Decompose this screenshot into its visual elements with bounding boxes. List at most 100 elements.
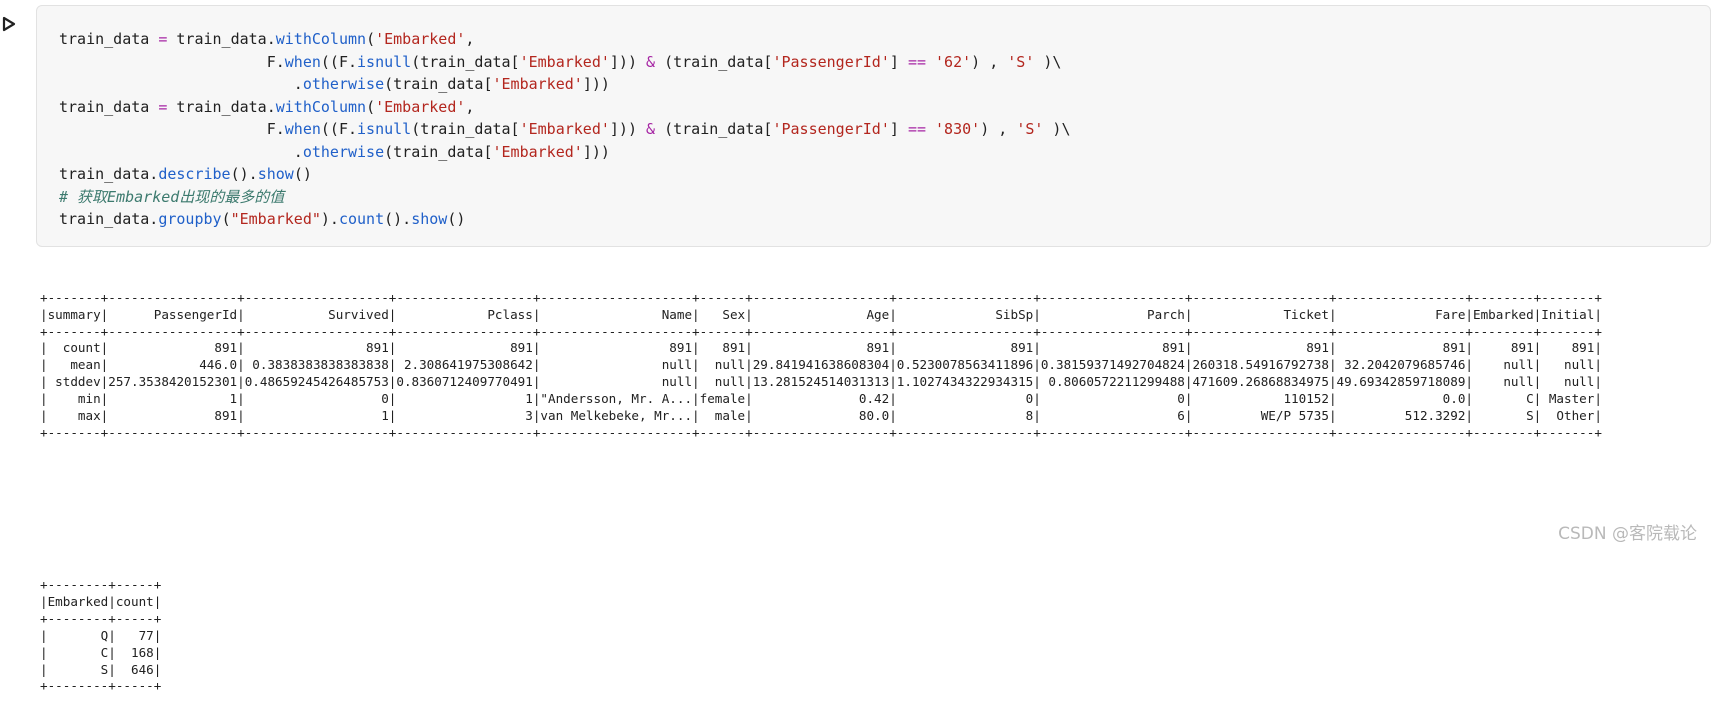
code-line: .otherwise(train_data['Embarked'])) <box>59 73 1071 96</box>
code-token: train_data. <box>59 165 159 183</box>
code-token: withColumn <box>275 30 367 48</box>
code-token: ((F. <box>320 52 358 71</box>
code-token: ] <box>889 52 908 71</box>
code-token: train_data <box>59 97 159 116</box>
code-token: (train_data[ <box>655 52 773 71</box>
table-row: | Q| 77| <box>40 627 162 643</box>
code-token: (train_data[ <box>384 142 493 161</box>
code-token: otherwise <box>302 75 385 93</box>
code-token: (train_data[ <box>411 120 520 138</box>
groupby-count-output-table: +--------+-----+|Embarked|count|+-------… <box>40 577 1602 695</box>
code-comment: # 获取Embarked出现的最多的值 <box>59 187 285 206</box>
code-token <box>926 53 935 71</box>
code-token: train_data <box>59 30 159 48</box>
code-token: otherwise <box>302 142 385 161</box>
code-token: == <box>907 52 926 71</box>
code-token: count <box>338 210 385 228</box>
table-row: +--------+-----+ <box>40 577 162 593</box>
code-line: train_data.describe().show() <box>59 163 1071 186</box>
code-line: train_data = train_data.withColumn('Emba… <box>59 28 1071 51</box>
code-token: (train_data[ <box>384 75 493 93</box>
code-token: = <box>158 30 168 48</box>
table-row: +--------+-----+ <box>40 678 162 694</box>
code-token: ] <box>889 120 908 138</box>
code-token: train_data. <box>167 97 276 116</box>
code-token: (). <box>230 165 258 183</box>
code-token: (). <box>384 210 412 228</box>
code-token: groupby <box>158 210 222 228</box>
play-icon <box>2 16 16 32</box>
code-token: () <box>293 165 312 183</box>
output-spacer <box>40 476 1602 493</box>
table-row: | C| 168| <box>40 644 162 660</box>
code-cell[interactable]: train_data = train_data.withColumn('Emba… <box>36 5 1711 247</box>
code-line: # 获取Embarked出现的最多的值 <box>59 186 1071 209</box>
code-line: F.when((F.isnull(train_data['Embarked'])… <box>59 51 1071 74</box>
run-cell-button[interactable] <box>2 16 18 34</box>
code-token: 'Embarked' <box>375 30 466 48</box>
code-token: '62' <box>935 52 972 71</box>
code-token: ). <box>320 210 339 228</box>
code-token: 'Embarked' <box>375 97 466 116</box>
code-token: = <box>158 97 168 116</box>
code-line: .otherwise(train_data['Embarked'])) <box>59 141 1071 164</box>
code-token: train_data. <box>59 210 159 228</box>
code-token: )\ <box>1043 120 1071 138</box>
code-token: describe <box>158 165 231 183</box>
code-token: "Embarked" <box>230 210 321 228</box>
table-row: |Embarked|count| <box>40 593 162 609</box>
table-row: | min| 1| 0| 1|"Andersson, Mr. A...|fema… <box>40 391 1602 407</box>
table-row: | S| 646| <box>40 661 162 677</box>
describe-output-table: +-------+-----------------+-------------… <box>40 290 1602 442</box>
code-token: 'Embarked' <box>519 120 610 138</box>
code-token: . <box>59 75 303 93</box>
code-token: withColumn <box>275 97 367 116</box>
code-token: when <box>284 120 321 138</box>
table-row: | max| 891| 1| 3|van Melkebeke, Mr...| m… <box>40 408 1602 424</box>
code-token: 'Embarked' <box>492 142 583 161</box>
table-row: +--------+-----+ <box>40 610 162 626</box>
code-token: (train_data[ <box>411 52 520 71</box>
table-row: +-------+-----------------+-------------… <box>40 424 1602 440</box>
code-token: ])) <box>582 75 610 93</box>
code-token: train_data. <box>167 30 276 48</box>
table-row: +-------+-----------------+-------------… <box>40 289 1602 305</box>
watermark: CSDN @客院载论 <box>1558 524 1697 544</box>
code-token: , <box>465 97 475 116</box>
table-row: +-------+-----------------+-------------… <box>40 323 1602 339</box>
code-token: ) , <box>971 52 1008 71</box>
code-token: ( <box>366 30 376 48</box>
code-token: 'Embarked' <box>492 75 583 93</box>
code-line: train_data.groupby("Embarked").count().s… <box>59 208 1071 231</box>
code-token: ) , <box>980 120 1017 138</box>
table-row: | stddev|257.3538420152301|0.48659245426… <box>40 374 1602 390</box>
code-token: & <box>646 52 656 71</box>
code-token: ((F. <box>320 120 358 138</box>
code-token: ])) <box>609 120 647 138</box>
code-token: == <box>907 120 926 138</box>
cell-output: +-------+-----------------+-------------… <box>40 256 1602 712</box>
code-token: ])) <box>609 52 647 71</box>
code-line: train_data = train_data.withColumn('Emba… <box>59 96 1071 119</box>
code-token: isnull <box>357 120 412 138</box>
code-token: show <box>411 210 448 228</box>
code-token: show <box>257 165 294 183</box>
code-token: isnull <box>357 52 412 71</box>
code-token: 'Embarked' <box>519 52 610 71</box>
code-token: 'S' <box>1016 120 1044 138</box>
code-line: F.when((F.isnull(train_data['Embarked'])… <box>59 118 1071 141</box>
table-row: | mean| 446.0| 0.3838383838383838| 2.308… <box>40 357 1602 373</box>
code-token: (train_data[ <box>655 120 773 138</box>
code-token: F. <box>59 120 285 138</box>
table-row: |summary| PassengerId| Survived| Pclass|… <box>40 306 1602 322</box>
output-spacer <box>40 526 1602 543</box>
code-token: ( <box>221 210 231 228</box>
code-token: ])) <box>582 142 610 161</box>
code-token: when <box>284 52 321 71</box>
code-token: () <box>447 210 466 228</box>
code-editor[interactable]: train_data = train_data.withColumn('Emba… <box>59 28 1071 231</box>
code-token: '830' <box>935 120 981 138</box>
code-token: & <box>646 120 656 138</box>
code-token: . <box>59 142 303 161</box>
code-token <box>926 120 935 138</box>
